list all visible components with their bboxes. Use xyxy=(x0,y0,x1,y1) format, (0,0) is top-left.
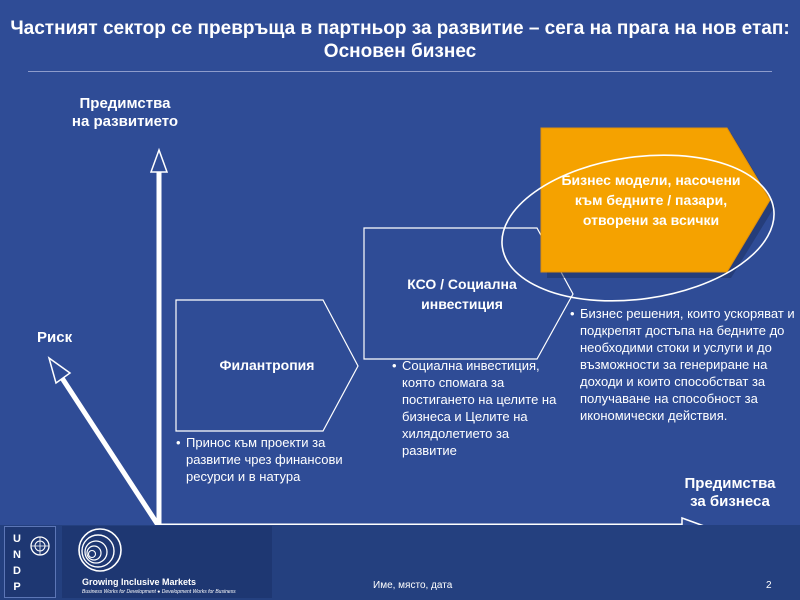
bullet-text: Социална инвестиция, която спомага за по… xyxy=(402,358,557,458)
bullet-dot: • xyxy=(570,306,575,321)
stage-philanthropy-bullet: • Принос към проекти за развитие чрез фин… xyxy=(174,434,374,485)
risk-axis-label: Риск xyxy=(37,329,73,346)
bullet-text: Принос към проекти за развитие чрез фина… xyxy=(186,435,343,484)
risk-axis xyxy=(59,376,161,527)
undp-letter: D xyxy=(13,565,21,577)
title-divider xyxy=(28,71,772,72)
undp-letter: N xyxy=(13,549,21,561)
y-axis-label: Предимства на развитието xyxy=(71,95,179,130)
undp-letter: P xyxy=(13,581,21,593)
bullet-dot: • xyxy=(392,358,397,373)
swirl-icon xyxy=(78,528,122,572)
stage-philanthropy-label: Филантропия xyxy=(219,357,315,373)
stage-philanthropy-shape xyxy=(175,299,359,432)
footer-text: Име, място, дата xyxy=(373,580,453,591)
stage-csr-shape xyxy=(363,227,574,360)
highlight-ellipse xyxy=(501,154,775,302)
risk-axis-arrowhead xyxy=(47,356,72,385)
x-axis-label: Предимства за бизнеса xyxy=(684,475,776,510)
growing-inclusive-markets-logo: Growing Inclusive Markets Business Works… xyxy=(62,526,272,598)
page-number: 2 xyxy=(766,580,772,591)
y-axis-arrowhead xyxy=(149,147,169,173)
undp-letter: U xyxy=(13,533,21,545)
stage-csr-bullet: • Социална инвестиция, която спомага за п… xyxy=(390,357,560,459)
stage-business-models-label: Бизнес модели, насочени към бедните / па… xyxy=(561,172,741,228)
bullet-dot: • xyxy=(176,435,181,450)
bullet-text: Бизнес решения, които ускоряват и подкре… xyxy=(580,306,795,423)
stage-csr-label: КСО / Социална инвестиция xyxy=(407,275,517,312)
stage-business-models-bullet: • Бизнес решения, които ускоряват и подкр… xyxy=(568,305,800,424)
un-emblem-icon xyxy=(30,536,50,556)
gim-tagline: Business Works for Development ● Develop… xyxy=(82,589,236,595)
gim-title: Growing Inclusive Markets xyxy=(82,577,197,587)
undp-logo: U N D P xyxy=(4,526,56,598)
slide-title: Частният сектор се превръща в партньор з… xyxy=(10,18,790,62)
